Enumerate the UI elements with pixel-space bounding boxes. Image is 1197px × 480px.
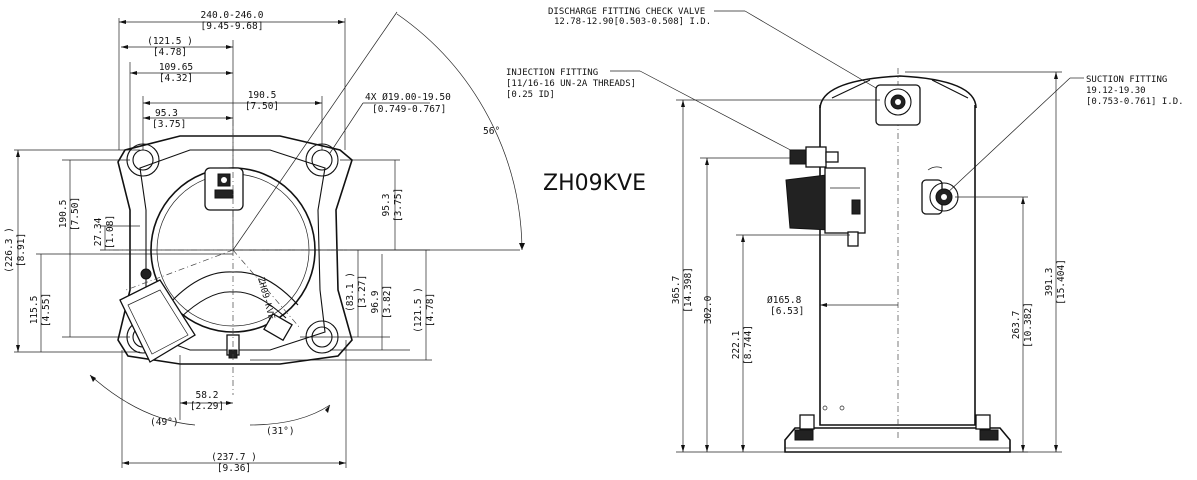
dim-text: 190.5	[58, 200, 69, 229]
discharge-callout: DISCHARGE FITTING CHECK VALVE 12.78-12.9…	[548, 7, 894, 99]
dim-text: [3.82]	[382, 285, 393, 319]
dim-263-7: 263.7 [10.382]	[955, 196, 1034, 453]
dim-text: [0.749-0.767]	[372, 104, 446, 115]
suction-callout: SUCTION FITTING 19.12-19.30 [0.753-0.761…	[944, 75, 1184, 196]
callout-text: SUCTION FITTING	[1086, 75, 1167, 85]
dim-text: [9.45-9.68]	[201, 21, 264, 32]
callout-text: 12.78-12.90[0.503-0.508] I.D.	[554, 17, 711, 27]
dim-226-3: (226.3 ) [8.91]	[4, 149, 140, 353]
dim-text: 190.5	[248, 90, 277, 101]
suction-fitting	[921, 166, 959, 215]
dim-text: (31°)	[266, 426, 295, 437]
bottom-fittings	[226, 312, 293, 359]
callout-text: [11/16-16 UN-2A THREADS]	[506, 79, 636, 89]
callout-text: INJECTION FITTING	[506, 68, 598, 78]
dim-text: 95.3	[381, 194, 392, 217]
dim-text: [9.36]	[217, 463, 251, 474]
dim-text: [7.50]	[70, 197, 81, 231]
dim-text: 96.9	[370, 290, 381, 313]
dim-text: [6.53]	[770, 306, 804, 317]
compressor-base	[784, 405, 1011, 453]
dim-text: [3.27]	[357, 275, 368, 309]
compressor-body	[819, 68, 977, 440]
dim-text: (121.5 )	[413, 287, 424, 333]
dim-222-1: 222.1 [8.744]	[731, 234, 850, 452]
dim-190-5: 190.5 [7.50]	[142, 90, 323, 150]
model-title: ZH09KVE	[543, 171, 646, 196]
dim-text: [7.50]	[245, 101, 279, 112]
injection-callout: INJECTION FITTING [11/16-16 UN-2A THREAD…	[506, 68, 801, 156]
dim-diameter: Ø165.8 [6.53]	[767, 295, 898, 317]
dim-text: [3.75]	[393, 188, 404, 222]
center-lines	[100, 120, 350, 395]
top-view: 240.0-246.0 [9.45-9.68] (121.5 ) [4.78] …	[4, 10, 525, 474]
dim-58-2: 58.2 [2.29]	[179, 355, 233, 420]
dim-text: Ø165.8	[767, 295, 802, 306]
dim-text: 56°	[483, 126, 500, 137]
dim-text: [4.78]	[153, 47, 187, 58]
dim-text: (237.7 )	[211, 452, 257, 463]
dim-text: (49°)	[150, 417, 179, 428]
angle-49: (49°)	[89, 374, 196, 428]
dim-95-3-v: 95.3 [3.75]	[340, 159, 404, 250]
dim-text: 391.3	[1044, 268, 1055, 297]
dim-text: 95.3	[155, 108, 178, 119]
dim-391-3: 391.3 [15.404]	[905, 71, 1067, 453]
dim-text: (226.3 )	[4, 227, 15, 273]
dim-365-7: 365.7 [14.398]	[671, 99, 880, 453]
dim-121-5-v: (121.5 ) [4.78]	[250, 250, 436, 361]
dim-text: (83.1 )	[345, 272, 356, 312]
dim-text: [1.08]	[105, 215, 116, 249]
dim-overall-width: 240.0-246.0 [9.45-9.68]	[118, 10, 346, 150]
callout-text: [0.753-0.761] I.D.	[1086, 97, 1184, 107]
dim-text: [14.398]	[683, 267, 694, 313]
dim-text: 365.7	[671, 276, 682, 305]
dim-115-5: 115.5 [4.55]	[29, 253, 233, 352]
dim-text: [2.29]	[190, 401, 224, 412]
angle-56: 56°	[232, 11, 525, 251]
dim-text: [10.382]	[1023, 302, 1034, 348]
dim-text: [4.32]	[159, 73, 193, 84]
dim-text: 115.5	[29, 296, 40, 325]
dim-text: (121.5 )	[147, 36, 193, 47]
dim-109-65: 109.65 [4.32]	[129, 62, 233, 150]
callout-text: 19.12-19.30	[1086, 86, 1146, 96]
motor-box	[119, 268, 196, 363]
side-view: DISCHARGE FITTING CHECK VALVE 12.78-12.9…	[506, 7, 1184, 453]
discharge-fitting	[875, 84, 921, 126]
callout-text: [0.25 ID]	[506, 90, 555, 100]
injection-fitting	[789, 146, 839, 168]
dim-text: 4X Ø19.00-19.50	[365, 92, 451, 103]
dim-text: [8.744]	[743, 325, 754, 365]
dim-text: [4.78]	[425, 293, 436, 327]
dim-text: 263.7	[1011, 311, 1022, 340]
angle-31: (31°)	[249, 404, 331, 437]
dim-text: [15.404]	[1056, 259, 1067, 305]
terminal-box-top	[204, 167, 244, 211]
dim-95-3: 95.3 [3.75]	[143, 108, 233, 130]
terminal-box-side	[785, 167, 866, 247]
dim-190-5-v: 190.5 [7.50]	[58, 159, 130, 338]
dim-text: [8.91]	[16, 233, 27, 267]
dim-302-0: 302.0	[700, 157, 790, 452]
dim-text: 302.0	[703, 295, 714, 324]
holes-callout: 4X Ø19.00-19.50 [0.749-0.767]	[329, 92, 451, 154]
dim-text: 27.34	[93, 217, 104, 246]
dim-text: 109.65	[159, 62, 193, 73]
callout-text: DISCHARGE FITTING CHECK VALVE	[548, 7, 705, 17]
dim-text: 222.1	[731, 330, 742, 359]
dim-text: [3.75]	[152, 119, 186, 130]
dim-text: 240.0-246.0	[201, 10, 264, 21]
dim-237-7: (237.7 ) [9.36]	[121, 340, 347, 474]
dim-text: 58.2	[196, 390, 219, 401]
dim-text: [4.55]	[41, 293, 52, 327]
